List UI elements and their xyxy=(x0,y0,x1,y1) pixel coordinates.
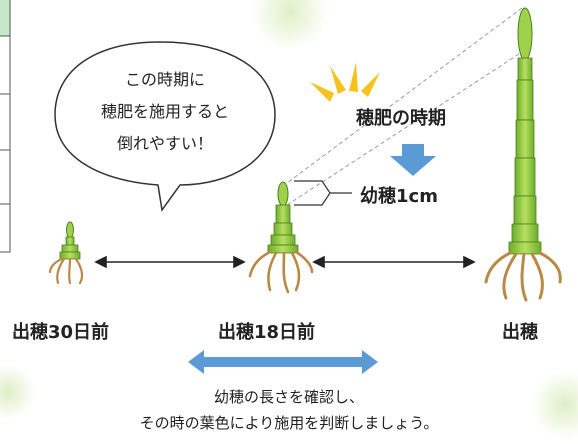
stage-label-heading: 出穂 xyxy=(502,322,538,343)
burst-icon xyxy=(310,62,380,102)
background-glow xyxy=(531,371,578,439)
plant-heading xyxy=(484,7,562,302)
plant-30-days-before xyxy=(48,221,84,285)
stage-arrow xyxy=(312,255,476,269)
background-glow xyxy=(252,0,328,50)
ear-bracket xyxy=(294,180,331,206)
stage-arrow xyxy=(94,255,246,269)
partial-table xyxy=(0,0,11,253)
bubble-text-line: この時期に xyxy=(124,70,205,89)
young-ear-label: 幼穂1cm xyxy=(360,186,438,207)
fertilizer-timing-label: 穂肥の時期 xyxy=(356,108,446,129)
stage-label-30-days: 出穂30日前 xyxy=(12,322,110,343)
speech-bubble xyxy=(54,41,276,212)
background-glow xyxy=(0,364,36,420)
advice-text-line: その時の葉色により施用を判断しましょう。 xyxy=(139,414,439,432)
bubble-text-line: 倒れやすい！ xyxy=(116,134,213,153)
plant-18-days-before xyxy=(248,181,314,294)
bubble-text-line: 穂肥を施用すると xyxy=(100,102,229,121)
down-arrow-icon xyxy=(390,144,436,176)
advice-text-line: 幼穂の長さを確認し、 xyxy=(213,388,364,406)
period-double-arrow xyxy=(188,350,378,374)
stage-label-18-days: 出穂18日前 xyxy=(218,322,316,343)
projection-lines xyxy=(282,7,523,206)
